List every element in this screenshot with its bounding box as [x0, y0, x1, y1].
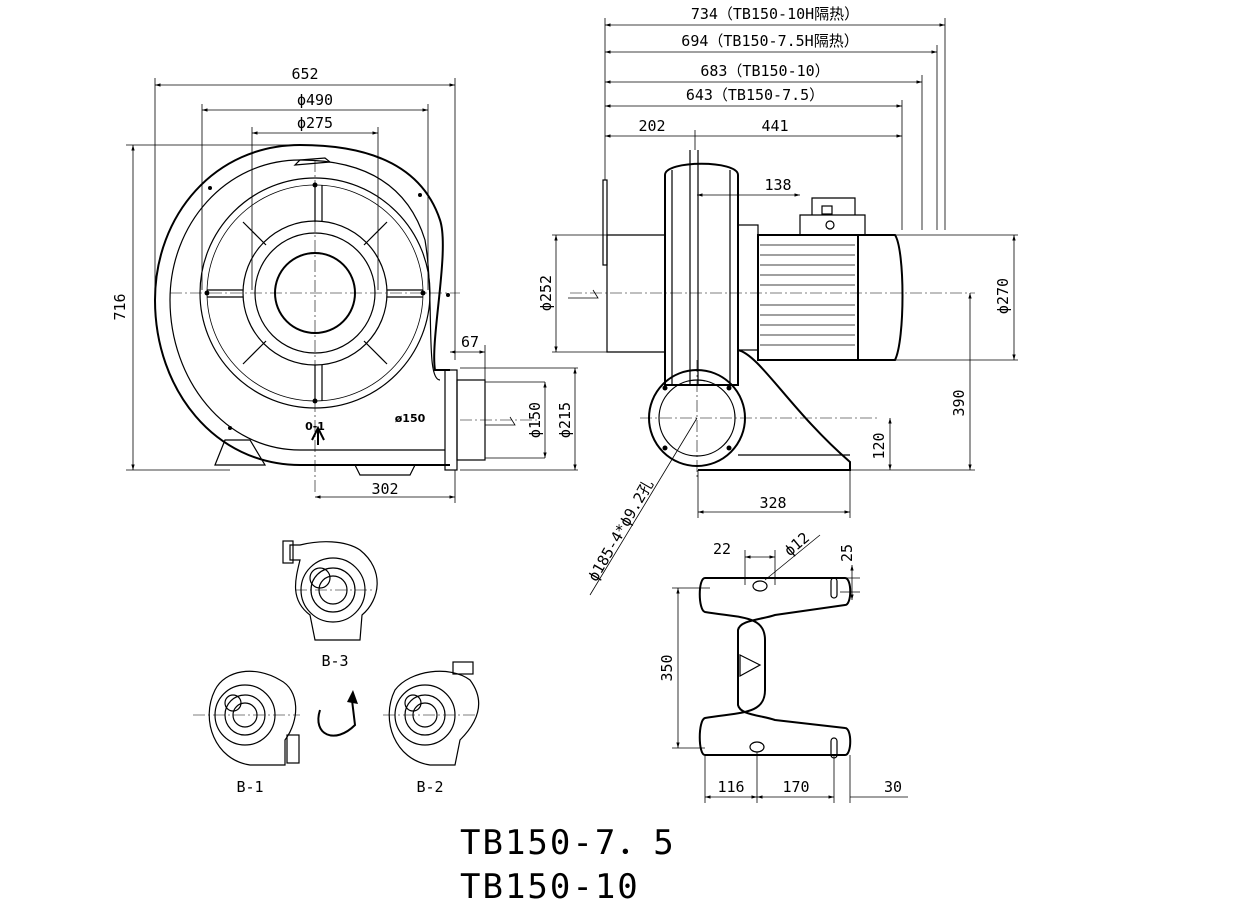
motor-body	[757, 234, 859, 361]
b1-label: B-1	[236, 778, 263, 796]
base-slot-top	[752, 580, 768, 592]
rotation-mark: 0-1	[305, 420, 325, 433]
side-dimension-lines	[552, 18, 1018, 596]
dim-outlet-d: ϕ150	[526, 402, 544, 438]
dim-center-h: 390	[950, 389, 968, 416]
dim-len-10h: 734（TB150-10H隔热）	[691, 5, 859, 23]
model-name-2: TB150-10	[460, 867, 640, 907]
dim-motor-d: ϕ270	[994, 278, 1012, 314]
dim-holes: ϕ185-4*ϕ9.2孔	[584, 476, 657, 584]
terminal-gland	[825, 220, 835, 230]
motor-adapter	[737, 224, 759, 351]
dim-30: 30	[884, 778, 902, 796]
stand-profile	[698, 349, 851, 471]
b3-outlet-icon	[282, 540, 294, 564]
dim-170: 170	[782, 778, 809, 796]
dim-116: 116	[717, 778, 744, 796]
dim-len-75: 643（TB150-7.5）	[686, 86, 824, 104]
base-slot-right-top	[830, 577, 838, 599]
dim-len-75h: 694（TB150-7.5H隔热）	[681, 32, 858, 50]
inlet-flow-arrow-icon	[568, 289, 599, 299]
outlet-flow-arrow-icon	[485, 416, 516, 426]
rotation-arrow-icon	[311, 425, 325, 445]
b3-label: B-3	[321, 652, 348, 670]
outlet-label: ø150	[395, 412, 426, 425]
dim-outlet-flange-d: ϕ215	[556, 402, 574, 438]
base-dimension-lines	[672, 534, 908, 803]
dim-seg-b: 441	[761, 117, 788, 135]
foot-left	[214, 439, 267, 466]
dim-base-offset: 302	[371, 480, 398, 498]
fan-casing	[664, 162, 739, 386]
dim-d275: ϕ275	[297, 114, 333, 132]
motor-fins	[760, 244, 855, 346]
dim-motor-offset: 138	[764, 176, 791, 194]
front-dimension-lines	[126, 78, 578, 503]
dim-len-10: 683（TB150-10）	[700, 62, 829, 80]
dim-outlet-h: 120	[870, 432, 888, 459]
inlet-cone	[606, 234, 666, 353]
dim-d490: ϕ490	[297, 91, 333, 109]
terminal-lid	[811, 197, 856, 215]
foot-right	[354, 464, 416, 476]
rotation-arrowhead-icon	[347, 690, 358, 704]
b1-outlet-icon	[286, 734, 300, 764]
dim-outlet-offset: 67	[461, 333, 479, 351]
base-triangle-icon	[739, 654, 762, 678]
dim-25: 25	[838, 544, 856, 562]
outlet-holes	[662, 385, 732, 451]
model-name-1: TB150-7．5	[460, 823, 676, 863]
dim-height: 716	[111, 293, 129, 320]
orientation-b2: B-2	[383, 661, 480, 796]
dim-inlet-d: ϕ252	[537, 275, 555, 311]
terminal-box	[799, 214, 866, 235]
rotation-direction-icon	[317, 699, 357, 737]
b2-outlet-icon	[452, 661, 474, 675]
dim-22: 22	[713, 540, 731, 558]
b2-label: B-2	[416, 778, 443, 796]
dim-base-len: 328	[759, 494, 786, 512]
logo-mark	[293, 157, 332, 166]
flange-bolts	[204, 182, 450, 430]
volute-outer	[153, 143, 450, 466]
motor-end-cap	[858, 234, 904, 361]
front-view: 652 ϕ490 ϕ275 716 67 ϕ150 ϕ215 302 ø150 …	[111, 65, 578, 503]
base-view: 22 ϕ12 25 350 116 170 30	[658, 529, 908, 803]
orientation-b3: B-3	[282, 540, 378, 670]
dim-seg-a: 202	[638, 117, 665, 135]
dim-width: 652	[291, 65, 318, 83]
orientation-b1: B-1	[193, 670, 300, 796]
dim-d12: ϕ12	[781, 529, 813, 560]
volute-inner	[169, 159, 445, 451]
outlet-flange	[444, 369, 458, 471]
base-slot-bottom	[749, 741, 765, 753]
dim-350: 350	[658, 654, 676, 681]
base-outline	[698, 577, 852, 756]
terminal-nut	[821, 205, 833, 215]
side-view: 734（TB150-10H隔热） 694（TB150-7.5H隔热） 683（T…	[485, 5, 1018, 596]
